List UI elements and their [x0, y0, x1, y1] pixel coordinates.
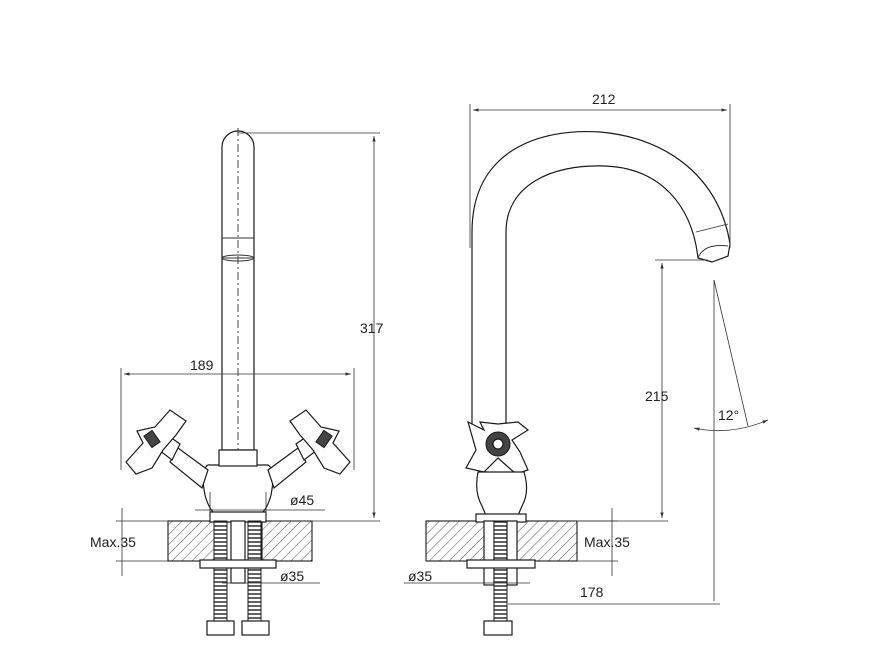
- side-spout-height-label: 215: [645, 388, 669, 404]
- front-countertop-label: Max.35: [90, 534, 136, 550]
- countertop-right-section: [261, 520, 313, 562]
- countertop-left-section-side: [425, 520, 489, 562]
- front-body-diameter-label: ø45: [290, 492, 314, 508]
- front-right-valve-arm: [267, 447, 307, 490]
- side-view: 212 215 12° 178 Max.35 ø35: [404, 91, 769, 636]
- front-height-label: 317: [360, 320, 384, 336]
- front-width-label: 189: [190, 357, 214, 373]
- side-shank-diameter-label: ø35: [408, 568, 432, 584]
- side-angle-arc: [693, 419, 769, 432]
- side-total-height-label: 178: [580, 584, 604, 600]
- front-view: 317 189 ø45 Max.35 ø35: [90, 128, 384, 636]
- side-reach-label: 212: [592, 91, 616, 107]
- side-countertop-label: Max.35: [584, 534, 630, 550]
- side-angle-label: 12°: [718, 407, 739, 423]
- front-left-valve-arm: [169, 447, 209, 490]
- side-faucet-body: [476, 471, 528, 521]
- front-shank-diameter-label: ø35: [280, 568, 304, 584]
- front-left-hose: [213, 520, 228, 622]
- countertop-right-section-side: [514, 520, 578, 562]
- front-faucet-body: [202, 464, 274, 517]
- side-hose: [493, 520, 508, 622]
- front-right-hose: [247, 520, 262, 622]
- side-gooseneck-spout: [471, 130, 731, 433]
- countertop-left-section: [167, 520, 219, 562]
